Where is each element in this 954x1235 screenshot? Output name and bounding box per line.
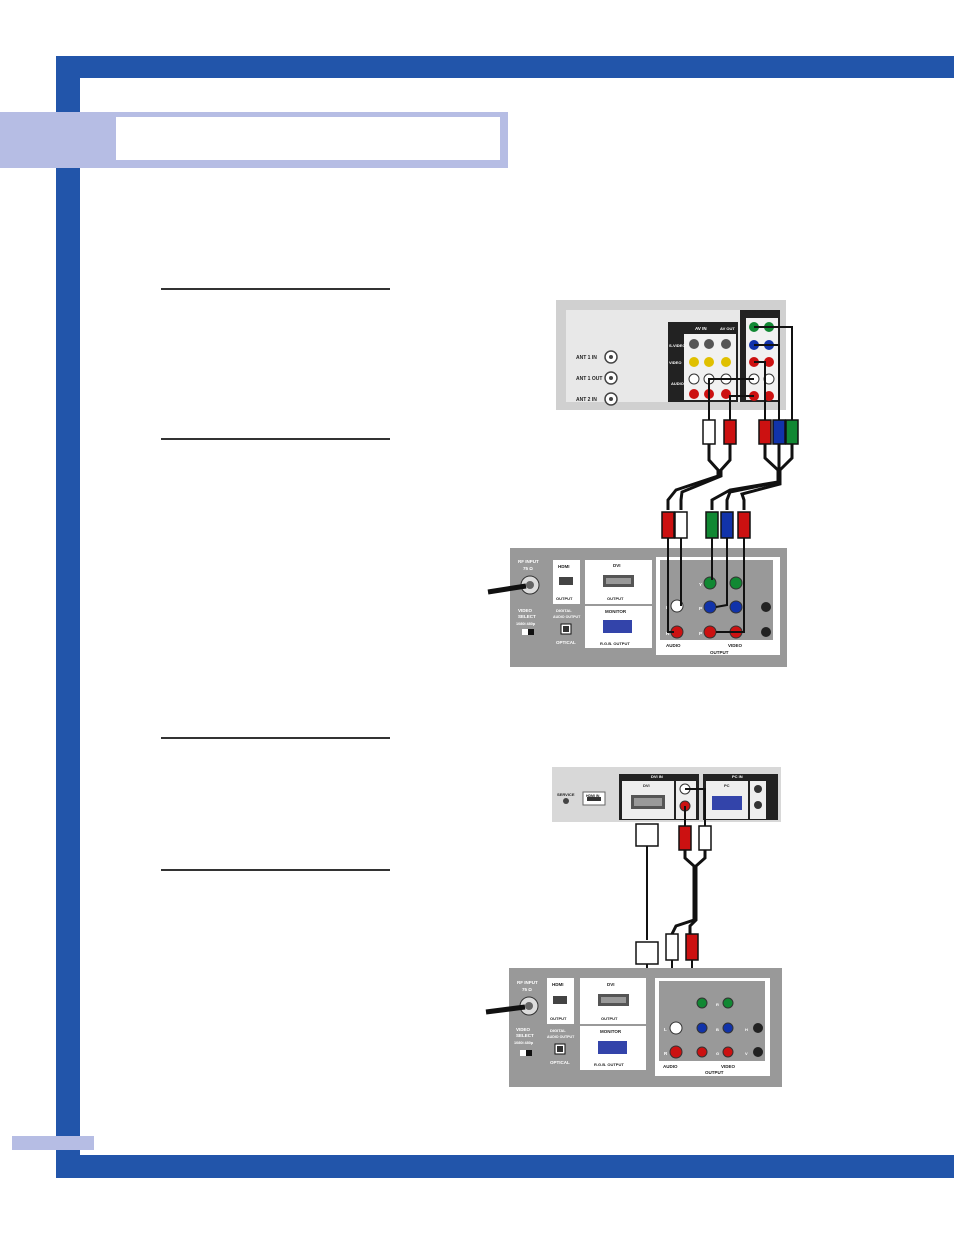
output-group-label: OUTPUT (710, 650, 729, 655)
video-select-label-b: VIDEO (516, 1027, 531, 1032)
video-select-label-b2: SELECT (516, 1033, 534, 1038)
frame-left-bar (56, 56, 80, 1178)
video-pb-label: P (699, 606, 702, 611)
dvi-output-label: OUTPUT (607, 596, 624, 601)
upper-cables-1 (661, 326, 799, 539)
optical-label: OPTICAL (556, 640, 576, 645)
video-y-label: Y (699, 582, 702, 587)
dvi-output-label-2: OUTPUT (601, 1016, 618, 1021)
hdmi-output-label: OUTPUT (556, 596, 573, 601)
text-rule-2 (161, 438, 390, 440)
hdmi-label-2: HDMI (552, 982, 564, 987)
text-rule-4 (161, 869, 390, 871)
rf-ohm-label-2: 75 Ω (522, 987, 532, 992)
monitor-label-2: MONITOR (600, 1029, 622, 1034)
audio-r-label: R (666, 631, 670, 636)
video-pr-label: P (699, 631, 702, 636)
video-label: VIDEO (669, 360, 681, 365)
rf-input-label-2: RF INPUT (517, 980, 538, 985)
device-rear-panel-1: RF INPUT 75 Ω VIDEO SELECT 1080i 480p HD… (487, 538, 787, 667)
audio-group-label-2: AUDIO (663, 1064, 678, 1069)
av-out-label: AV OUT (720, 326, 735, 331)
dvi-label: DVI (613, 563, 621, 568)
digital-audio-label-b: DIGITAL (550, 1028, 566, 1033)
dvi-label-2: DVI (607, 982, 615, 987)
video-select-label: VIDEO (518, 608, 533, 613)
av-in-label: AV IN (695, 326, 707, 331)
frame-bottom-bar (56, 1155, 954, 1178)
text-rule-3 (161, 737, 390, 739)
audio-label: AUDIO (671, 381, 684, 386)
optical-label-2: OPTICAL (550, 1060, 570, 1065)
tv-rear-panel-2: SERVICE HDMI IN DVI IN DVI PC IN PC (552, 767, 781, 822)
select-options: 1080i 480p (516, 622, 536, 626)
service-label: SERVICE (557, 792, 575, 797)
audio-l-label-2: L (664, 1027, 667, 1032)
dvi-sub-label: DVI (643, 783, 650, 788)
frame-top-bar (56, 56, 954, 78)
monitor-label: MONITOR (605, 609, 627, 614)
antenna-jacks: ANT 1 IN ANT 1 OUT ANT 2 IN (576, 350, 618, 406)
v-label: V (745, 1051, 748, 1056)
select-options-2: 1080i 480p (514, 1041, 534, 1045)
device-rear-panel-2: RF INPUT 75 Ω VIDEO SELECT 1080i 480p HD… (485, 968, 782, 1087)
pc-sub-label: PC (724, 783, 730, 788)
b-label: B (716, 1027, 719, 1032)
rf-ohm-label: 75 Ω (523, 566, 533, 571)
section-title-box (116, 117, 500, 160)
figure-2-dvi: SERVICE HDMI IN DVI IN DVI PC IN PC (485, 767, 782, 1087)
ant1-in-label: ANT 1 IN (576, 355, 597, 361)
digital-audio-label-2: AUDIO OUTPUT (553, 615, 581, 619)
video-group-label: VIDEO (728, 643, 743, 648)
h-label: H (745, 1027, 748, 1032)
hdmi-label: HDMI (558, 564, 570, 569)
hdmi-in-label: HDMI IN (586, 794, 600, 798)
s-video-label: S-VIDEO (669, 343, 685, 348)
rgb-output-label: R.G.B. OUTPUT (600, 641, 630, 646)
audio-r-label-2: R (664, 1051, 668, 1056)
ant2-in-label: ANT 2 IN (576, 397, 597, 403)
ant1-out-label: ANT 1 OUT (576, 376, 602, 382)
tv-rear-panel-1: ANT 1 IN ANT 1 OUT ANT 2 IN AV IN AV OUT… (556, 300, 786, 410)
pc-in-label: PC IN (732, 774, 743, 779)
dvi-in-label: DVI IN (651, 774, 663, 779)
output-group-label-2: OUTPUT (705, 1070, 724, 1075)
g-label: G (716, 1051, 719, 1056)
r-label: R (716, 1002, 719, 1007)
digital-audio-label: DIGITAL (556, 608, 572, 613)
audio-group-label: AUDIO (666, 643, 681, 648)
rgb-output-label-2: R.G.B. OUTPUT (594, 1062, 624, 1067)
video-select-label-2: SELECT (518, 614, 536, 619)
component-in-label: COMPONENT IN (745, 309, 780, 314)
digital-audio-label-b2: AUDIO OUTPUT (547, 1035, 575, 1039)
text-rule-1 (161, 288, 390, 290)
page-number-tab (12, 1136, 94, 1150)
hdmi-output-label-2: OUTPUT (550, 1016, 567, 1021)
rf-input-label: RF INPUT (518, 559, 539, 564)
figure-1-component: ANT 1 IN ANT 1 OUT ANT 2 IN AV IN AV OUT… (487, 300, 799, 667)
video-group-label-2: VIDEO (721, 1064, 736, 1069)
